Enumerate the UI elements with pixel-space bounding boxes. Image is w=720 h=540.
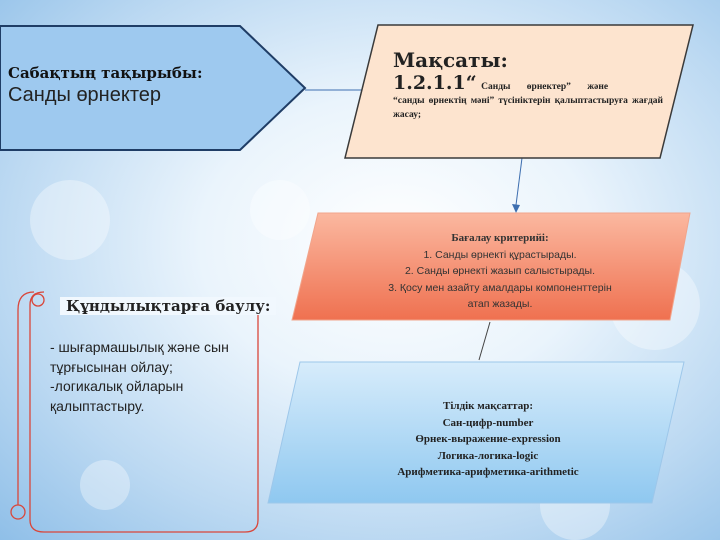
values-line: -логикалық ойларын қалыптастыру.	[50, 378, 184, 414]
goal-description: “санды өрнектің мәні” түсініктерін қалып…	[393, 95, 663, 120]
criteria-item: 1. Санды өрнекті құрастырады.	[423, 249, 577, 262]
criteria-item: 2. Санды өрнекті жазып салыстырады.	[404, 265, 596, 278]
goal-text: Мақсаты: 1.2.1.1“ Санды өрнектер” және “…	[393, 48, 663, 122]
bokeh-circle	[250, 180, 310, 240]
language-item: Өрнек-выражение-expression	[415, 433, 561, 445]
arrowhead	[512, 204, 520, 213]
goal-code-line: 1.2.1.1“ Санды өрнектер” және	[393, 72, 663, 95]
goal-title: Мақсаты:	[393, 48, 508, 72]
scroll-curl	[31, 293, 45, 307]
criteria-box	[291, 212, 691, 321]
values-line: - шығармашылық және сын тұрғысынан ойлау…	[50, 339, 229, 375]
topic-text: Сабақтың тақырыбы: Санды өрнектер	[8, 64, 278, 107]
scroll-edge	[17, 291, 35, 505]
values-text: - шығармашылық және сын тұрғысынан ойлау…	[50, 338, 250, 416]
language-text: Тілдік мақсаттар: Сан-цифр-number Өрнек-…	[318, 398, 658, 481]
language-title: Тілдік мақсаттар:	[443, 400, 533, 412]
scroll-curl	[10, 504, 26, 520]
language-item: Логика-логика-logic	[437, 449, 539, 462]
topic-box	[0, 25, 307, 151]
language-item: Сан-цифр-number	[442, 416, 534, 429]
topic-label: Сабақтың тақырыбы:	[8, 64, 203, 82]
goal-description-inline: Санды өрнектер” және	[481, 82, 609, 92]
bokeh-circle	[80, 460, 130, 510]
criteria-item: 3. Қосу мен азайту амалдары компоненттер…	[388, 281, 612, 310]
language-item: Арифметика-арифметика-arithmetic	[397, 466, 579, 478]
language-box	[267, 361, 685, 504]
criteria-text: Бағалау критерийі: 1. Санды өрнекті құра…	[330, 230, 670, 312]
goal-box	[344, 24, 694, 159]
bokeh-circle	[30, 180, 110, 260]
criteria-title: Бағалау критерийі:	[451, 232, 549, 244]
values-title: Құндылықтарға баулу:	[60, 297, 277, 315]
connector-criteria-language	[478, 321, 491, 361]
topic-value: Санды өрнектер	[8, 84, 162, 106]
connector-goal-criteria	[515, 157, 523, 206]
goal-code: 1.2.1.1“	[393, 72, 477, 94]
